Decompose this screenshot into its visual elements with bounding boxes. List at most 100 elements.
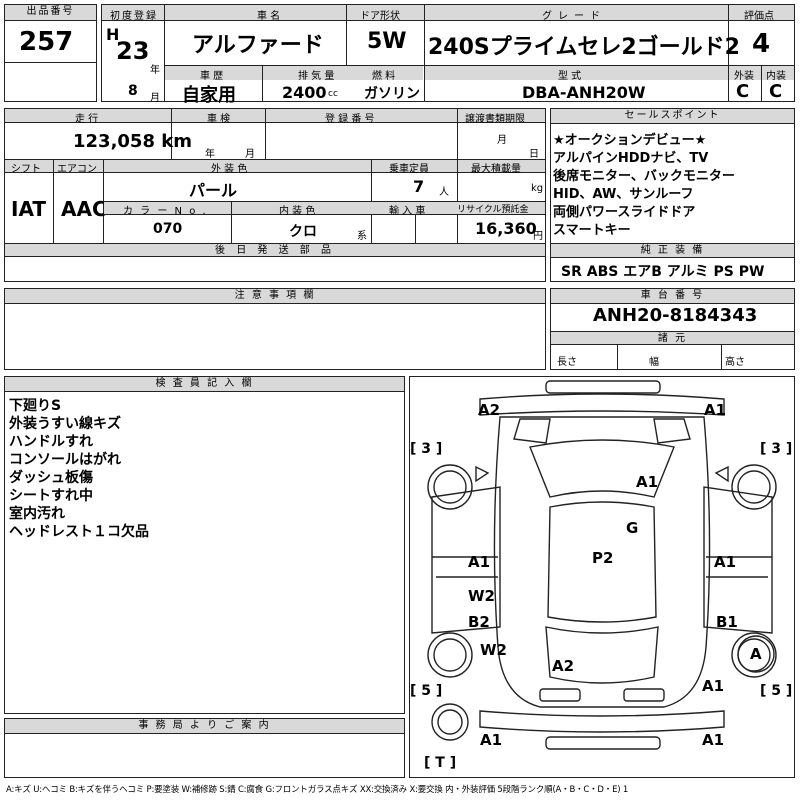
fuel-label: 燃 料 (372, 71, 396, 82)
damage-mark: B2 (468, 613, 490, 631)
tire-tread: [ 5 ] (410, 683, 443, 699)
tire-tread: [ 3 ] (410, 441, 443, 457)
tire-tread: [ T ] (424, 755, 457, 771)
office-box: 事 務 局 よ り ご 案 内 (4, 718, 405, 778)
inspector-line: 室内汚れ (9, 506, 65, 522)
intcolor-unit: 系 (357, 231, 367, 242)
inspect-year: 年 (205, 149, 215, 160)
notes-label: 注 意 事 項 欄 (5, 289, 545, 304)
cap-label: 乗車定員 (389, 164, 429, 175)
damage-mark: G (626, 519, 639, 537)
grade-label: グレード (542, 11, 606, 22)
displacement: 2400 (282, 83, 327, 102)
body-color: パール (189, 181, 238, 200)
model-code: DBA-ANH20W (522, 83, 646, 102)
vehicle-detail-box: 走 行 車 検 登 録 番 号 譲渡書類期限 123,058 km 年 月 月 … (4, 108, 546, 282)
reg-month: 8 (128, 83, 138, 99)
inspector-box: 検 査 員 記 入 欄 下廻りS 外装うすい線キズ ハンドルすれ コンソールはが… (4, 376, 405, 714)
damage-mark: W2 (468, 587, 495, 605)
fuel: ガソリン (364, 86, 420, 102)
height-label: 高さ (725, 357, 745, 368)
vehicle-header-box: 初度登録 車 名 ドア形状 グレード 評価点 H 23 年 アルファード 5W … (101, 4, 795, 106)
sales-line: スマートキー (553, 223, 631, 238)
lot-number: 257 (19, 27, 74, 57)
damage-mark: A (750, 645, 762, 663)
mileage-label: 走 行 (75, 114, 99, 125)
name-label: 車 名 (257, 11, 281, 22)
damage-mark: A1 (480, 731, 503, 749)
import-label: 輸 入 車 (389, 206, 426, 217)
month-unit: 月 (150, 93, 160, 104)
capacity: 7 (413, 177, 425, 196)
chassis-label: 車 台 番 号 (551, 289, 794, 304)
aircon: AAC (61, 197, 107, 221)
inspector-line: 外装うすい線キズ (9, 416, 121, 432)
ac-label: エアコン (57, 164, 97, 175)
lot-label: 出品番号 (5, 5, 96, 21)
office-label: 事 務 局 よ り ご 案 内 (5, 719, 404, 734)
disp-label: 排 気 量 (298, 71, 335, 82)
damage-mark: A1 (702, 677, 725, 695)
year-unit: 年 (150, 65, 160, 76)
int-grade: C (769, 81, 783, 102)
score-label: 評価点 (744, 11, 774, 22)
inspector-line: 下廻りS (9, 398, 62, 414)
chassis-box: 車 台 番 号 ANH20-8184343 諸 元 長さ 幅 高さ (550, 288, 795, 370)
sales-line: 後席モニター、バックモニター (553, 169, 735, 184)
tire-tread: [ 5 ] (760, 683, 793, 699)
damage-mark: A1 (636, 473, 659, 491)
damage-mark: A1 (714, 553, 737, 571)
inspect-month: 月 (245, 149, 255, 160)
spec-label: 諸 元 (551, 331, 794, 345)
interior-color: クロ (289, 224, 317, 240)
mileage: 123,058 km (73, 131, 192, 152)
recycle-fee: 16,360 (475, 219, 537, 238)
transfer-day: 日 (529, 149, 539, 160)
cap-unit: 人 (439, 187, 449, 198)
grade: 240Sプライムセレ2ゴールド2 (428, 35, 740, 60)
history-label: 車 歴 (200, 71, 224, 82)
regno-label: 登 録 番 号 (325, 114, 375, 125)
colorno-label: カ ラ ー N o . (123, 206, 208, 217)
notes-box: 注 意 事 項 欄 (4, 288, 546, 370)
inspect-label: 車 検 (207, 114, 231, 125)
chassis-number: ANH20-8184343 (593, 305, 758, 326)
score: 4 (752, 29, 771, 59)
shift: IAT (11, 197, 47, 221)
reg-year: 23 (116, 37, 150, 65)
damage-mark: W2 (480, 641, 507, 659)
door-type: 5W (367, 29, 407, 54)
disp-unit: cc (328, 89, 338, 99)
ext-label: 外装 (734, 71, 754, 82)
inspector-label: 検 査 員 記 入 欄 (5, 377, 404, 392)
later-label: 後 日 発 送 部 品 (5, 243, 545, 257)
damage-mark: P2 (592, 549, 614, 567)
equip-label: 純 正 装 備 (551, 243, 794, 258)
sales-line: 両側パワースライドドア (553, 205, 696, 220)
length-label: 長さ (557, 357, 577, 368)
inspector-line: ダッシュ板傷 (9, 470, 93, 486)
width-label: 幅 (649, 357, 659, 368)
era: H (106, 25, 120, 44)
car-name: アルファード (192, 33, 324, 58)
legend: A:キズ U:ヘコミ B:キズを伴うヘコミ P:要塗装 W:補修跡 S:錆 C:… (6, 785, 629, 795)
equipment: SR ABS エアB アルミ PS PW (561, 264, 765, 280)
inspector-line: ハンドルすれ (9, 434, 93, 450)
sales-line: ★オークションデビュー★ (553, 133, 707, 148)
damage-mark: A2 (552, 657, 575, 675)
sales-point-box: セールスポイント ★オークションデビュー★ アルパインHDDナビ、TV 後席モニ… (550, 108, 795, 282)
transfer-month: 月 (497, 135, 507, 146)
color-label: 外 装 色 (211, 164, 248, 175)
load-unit: kg (531, 183, 544, 194)
load-label: 最大積載量 (471, 164, 521, 175)
inspector-line: ヘッドレスト１コ欠品 (9, 524, 149, 540)
first-reg-label: 初度登録 (110, 11, 158, 22)
car-outline (427, 380, 777, 750)
ext-grade: C (736, 81, 750, 102)
recycle-label: リサイクル預託金 (457, 205, 529, 215)
sales-line: HID、AW、サンルーフ (553, 187, 694, 202)
model-label: 型 式 (558, 71, 582, 82)
color-number: 070 (153, 221, 183, 237)
recycle-unit: 円 (533, 231, 543, 242)
sales-line: アルパインHDDナビ、TV (553, 151, 709, 166)
